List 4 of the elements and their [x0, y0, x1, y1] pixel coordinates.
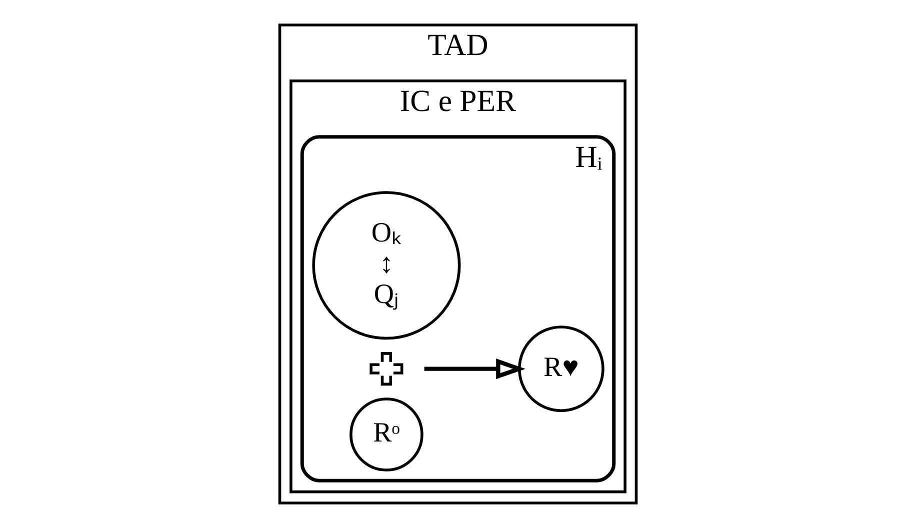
node-circle: Oₖ ↕ Qⱼ [312, 191, 460, 340]
node-circle: Rᵒ [349, 398, 423, 472]
node-circle: R♥ [518, 326, 604, 412]
arrow [424, 358, 525, 380]
